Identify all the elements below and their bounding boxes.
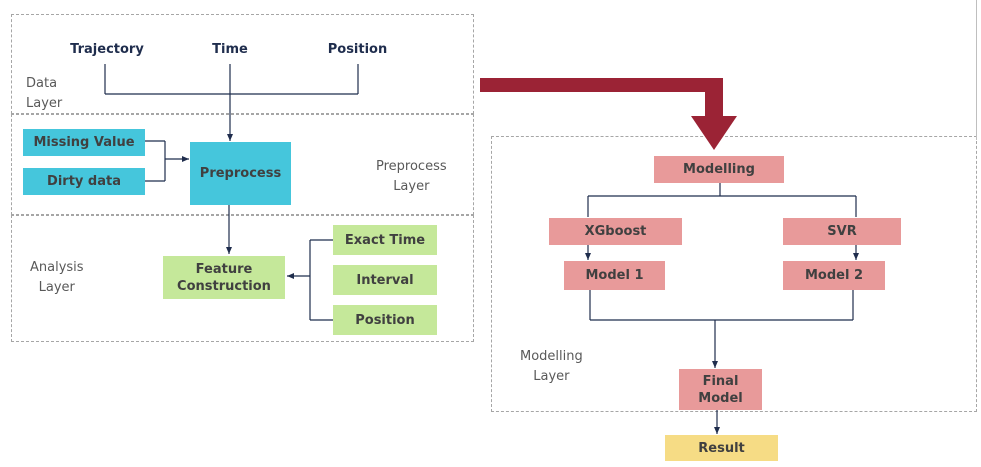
modelling-layer-box bbox=[491, 136, 977, 412]
data-layer-box bbox=[11, 14, 474, 114]
result-node: Result bbox=[665, 435, 778, 461]
modelling-node: Modelling bbox=[654, 156, 784, 183]
position-input-node: Position bbox=[305, 35, 410, 64]
final-model-node: Final Model bbox=[679, 369, 762, 410]
missing-value-node: Missing Value bbox=[23, 129, 145, 156]
preprocess-layer-label: Preprocess Layer bbox=[376, 159, 447, 194]
time-node: Time bbox=[178, 35, 282, 64]
modelling-layer-label: Modelling Layer bbox=[520, 349, 583, 384]
interval-node: Interval bbox=[333, 265, 437, 295]
exact-time-node: Exact Time bbox=[333, 225, 437, 255]
analysis-layer-label: Analysis Layer bbox=[30, 260, 84, 295]
svr-node: SVR bbox=[783, 218, 901, 245]
analysis-layer-box bbox=[11, 215, 474, 342]
position-feature-node: Position bbox=[333, 305, 437, 335]
xgboost-node: XGboost bbox=[549, 218, 682, 245]
dirty-data-node: Dirty data bbox=[23, 168, 145, 195]
model2-node: Model 2 bbox=[783, 261, 885, 290]
preprocess-layer-box bbox=[11, 114, 474, 215]
data-layer-label: Data Layer bbox=[26, 76, 63, 111]
feature-construction-node: Feature Construction bbox=[163, 256, 285, 299]
preprocess-node: Preprocess bbox=[190, 142, 291, 205]
model1-node: Model 1 bbox=[564, 261, 665, 290]
big-arrow bbox=[480, 78, 737, 150]
page-edge-rule bbox=[976, 0, 977, 140]
trajectory-node: Trajectory bbox=[53, 35, 161, 64]
